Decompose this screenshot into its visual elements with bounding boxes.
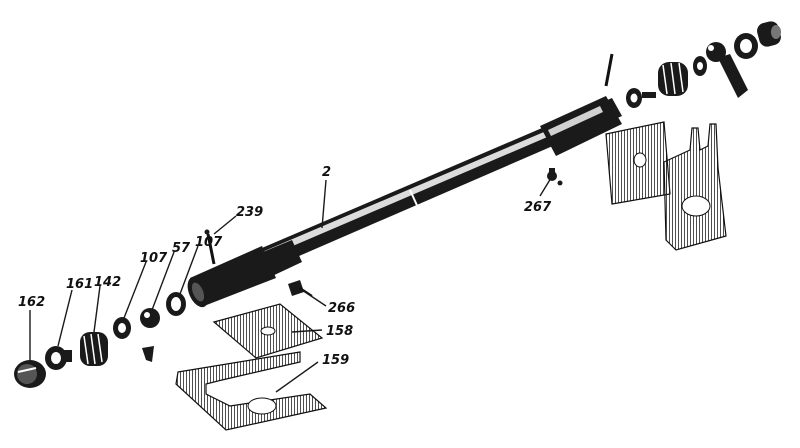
ring-107-right — [166, 292, 186, 316]
label-part-267: 267 — [524, 200, 552, 215]
label-part-142: 142 — [94, 275, 121, 290]
label-part-158: 158 — [326, 324, 353, 339]
label-part-159: 159 — [322, 353, 349, 368]
pin-239 — [204, 229, 216, 265]
label-part-162: 162 — [18, 295, 45, 310]
right-handle — [706, 42, 748, 98]
spring-142 — [80, 332, 108, 366]
label-part-2: 2 — [322, 165, 331, 180]
right-fork-plate — [663, 123, 727, 251]
label-part-161: 161 — [66, 277, 93, 292]
right-spring — [658, 62, 688, 96]
right-spindle — [626, 88, 656, 108]
right-end-cap — [757, 21, 781, 47]
ring-107-left — [113, 317, 131, 339]
ball-57 — [140, 308, 160, 362]
cap-162 — [14, 360, 46, 388]
label-part-266: 266 — [328, 301, 355, 316]
leader-lines — [29, 177, 552, 393]
fork-plate-159 — [175, 351, 328, 431]
right-ring — [734, 33, 758, 59]
main-shaft — [187, 96, 622, 308]
label-part-239: 239 — [236, 205, 263, 220]
plate-158 — [212, 303, 324, 359]
fitting-267 — [547, 168, 563, 186]
top-pin — [604, 53, 614, 87]
right-plate — [605, 121, 671, 205]
nut-161 — [45, 346, 72, 370]
label-part-107-left: 107 — [140, 251, 168, 266]
label-part-57: 57 — [172, 241, 191, 256]
label-part-107-right: 107 — [195, 235, 223, 250]
right-washer — [693, 56, 707, 76]
